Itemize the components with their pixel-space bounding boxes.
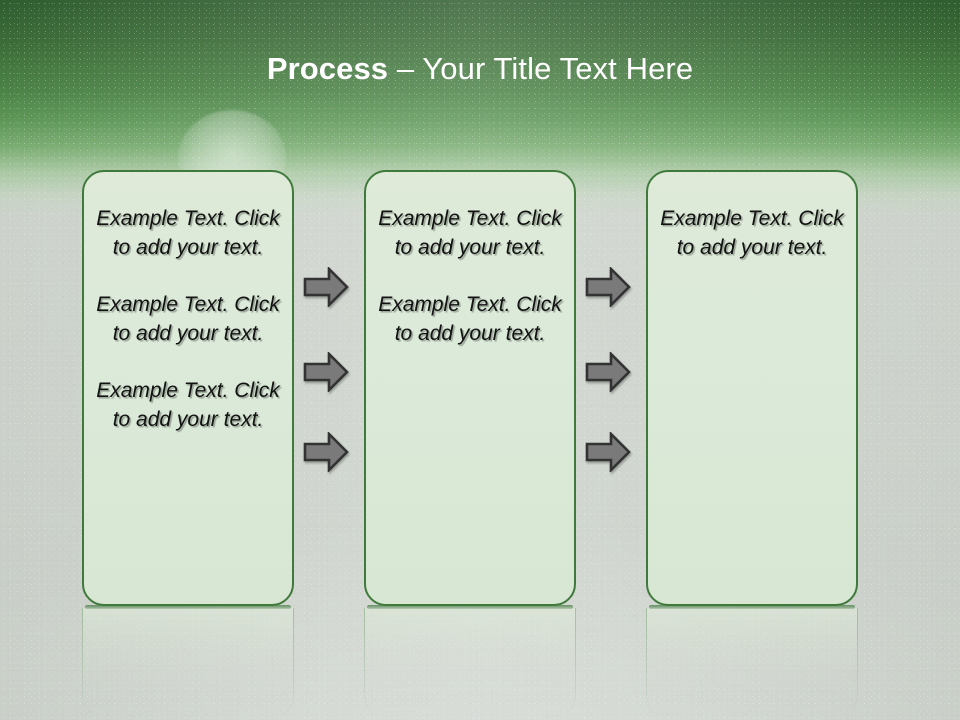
box-reflection (364, 608, 576, 718)
process-box-1[interactable]: Example Text. Click to add your text. Ex… (82, 170, 294, 606)
placeholder-paragraph: Example Text. Click to add your text. (96, 379, 280, 431)
right-arrow-icon[interactable] (303, 352, 349, 392)
slide-header-band: Process – Your Title Text Here (0, 0, 960, 122)
process-box-1-text[interactable]: Example Text. Click to add your text. Ex… (92, 204, 284, 434)
placeholder-paragraph: Example Text. Click to add your text. (96, 207, 280, 259)
right-arrow-icon[interactable] (585, 352, 631, 392)
process-box-2-text[interactable]: Example Text. Click to add your text. Ex… (374, 204, 566, 348)
box-reflection (82, 608, 294, 718)
box-reflection-edge (649, 605, 855, 609)
page-title-rest: – Your Title Text Here (388, 51, 694, 86)
process-box-3-text[interactable]: Example Text. Click to add your text. (656, 204, 848, 262)
placeholder-paragraph: Example Text. Click to add your text. (378, 293, 562, 345)
page-title: Process – Your Title Text Here (0, 50, 960, 88)
right-arrow-icon[interactable] (303, 267, 349, 307)
process-box-3[interactable]: Example Text. Click to add your text. (646, 170, 858, 606)
right-arrow-icon[interactable] (585, 432, 631, 472)
placeholder-paragraph: Example Text. Click to add your text. (378, 207, 562, 259)
placeholder-paragraph: Example Text. Click to add your text. (96, 293, 280, 345)
box-reflection-edge (85, 605, 291, 609)
right-arrow-icon[interactable] (303, 432, 349, 472)
box-reflection (646, 608, 858, 718)
box-reflection-edge (367, 605, 573, 609)
right-arrow-icon[interactable] (585, 267, 631, 307)
page-title-strong: Process (266, 51, 389, 86)
process-box-2[interactable]: Example Text. Click to add your text. Ex… (364, 170, 576, 606)
placeholder-paragraph: Example Text. Click to add your text. (660, 207, 844, 259)
